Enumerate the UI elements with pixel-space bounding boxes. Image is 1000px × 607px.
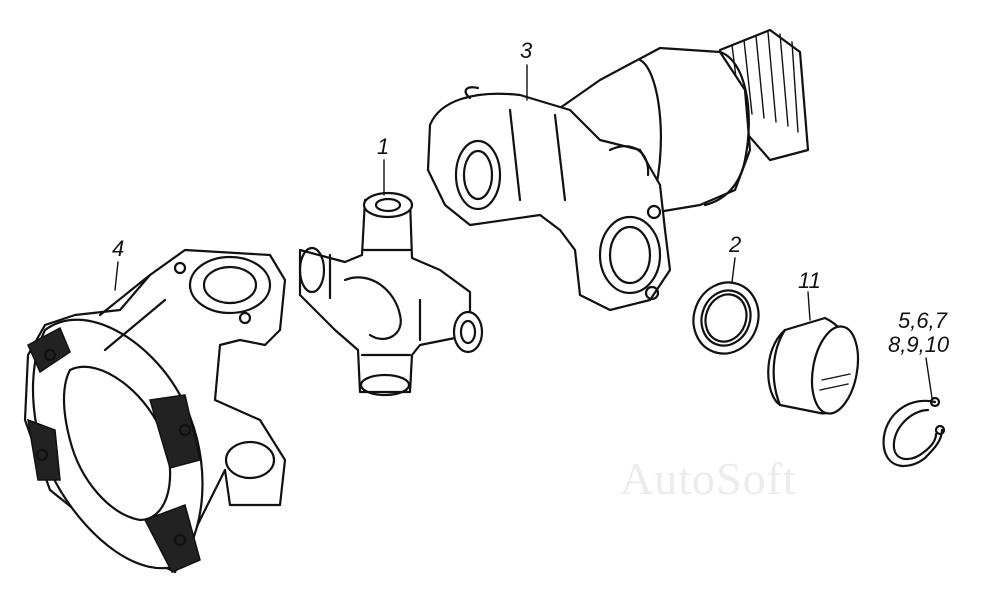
leader-5-10 (925, 357, 933, 399)
leader-lines (114, 64, 933, 399)
part-5-10-snap-ring (882, 396, 946, 468)
watermark: AutoSoft (620, 453, 797, 504)
part-4-yoke (23, 248, 287, 574)
part-3-flange-yoke (426, 28, 810, 312)
callout-2: 2 (729, 232, 742, 257)
callout-5-6-7: 5,6,7 (898, 308, 947, 333)
callout-4: 4 (112, 236, 125, 261)
callout-3: 3 (520, 38, 533, 63)
part-11-bearing (767, 316, 860, 415)
callout-8-9-10: 8,9,10 (888, 332, 950, 357)
leader-2 (731, 257, 736, 283)
callout-1: 1 (377, 134, 390, 159)
part-1-cross (298, 191, 484, 397)
leader-11 (807, 291, 811, 321)
callout-11: 11 (798, 268, 821, 293)
part-2-seal (692, 281, 760, 355)
leader-4 (114, 261, 119, 291)
